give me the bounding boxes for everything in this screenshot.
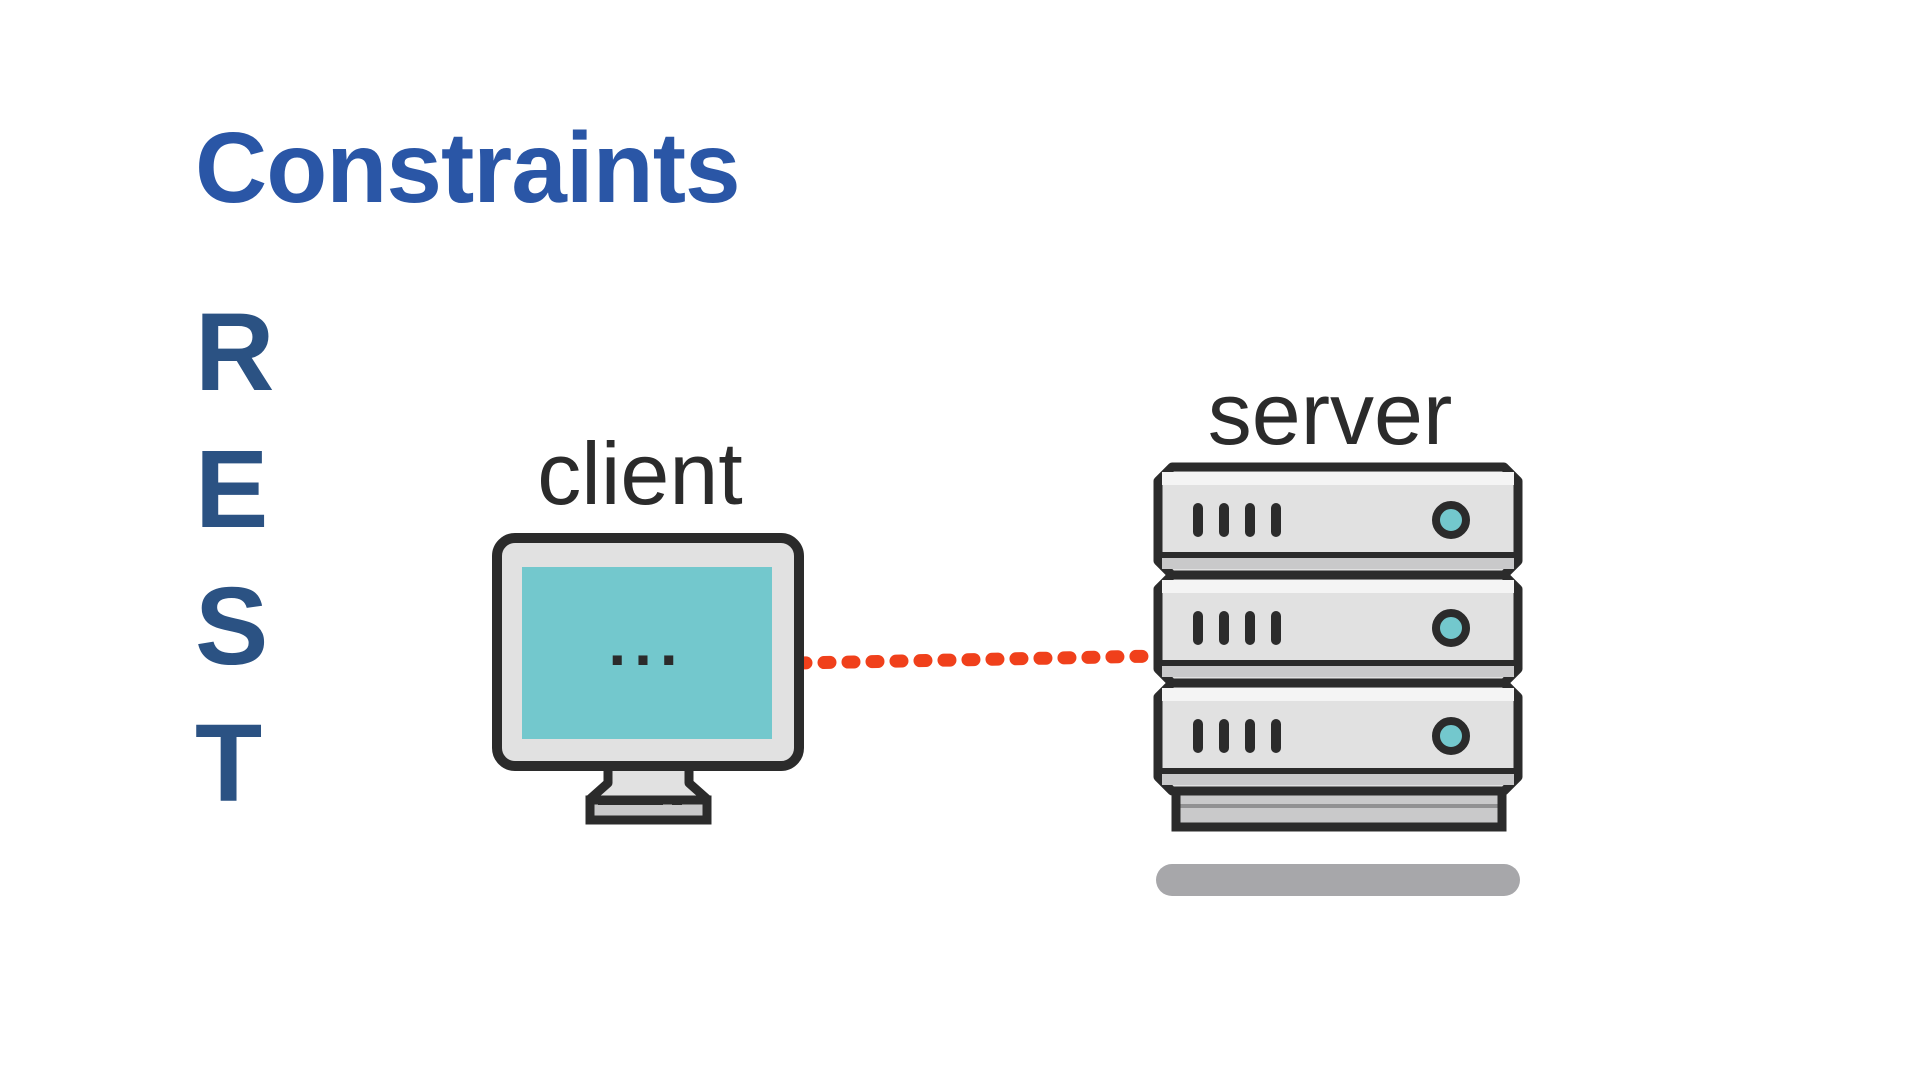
server-unit-bottom [1162, 555, 1514, 569]
server-unit-body [1153, 678, 1523, 796]
acronym-letter-t: T [195, 702, 263, 825]
slide-title: Constraints [195, 112, 741, 224]
server-unit-highlight [1162, 580, 1514, 593]
server-unit [1153, 678, 1523, 796]
server-units [1153, 462, 1523, 796]
server-unit [1153, 462, 1523, 580]
server-status-led [1432, 717, 1470, 755]
server-label: server [1207, 364, 1453, 463]
server-rack-icon [1153, 462, 1523, 896]
acronym-letter-r: R [195, 291, 275, 414]
client-label: client [537, 424, 743, 523]
server-unit [1153, 570, 1523, 688]
rest-acronym: R E S T [195, 298, 285, 846]
screen-ellipsis: ... [608, 607, 685, 679]
connection-line [793, 649, 1165, 670]
server-unit-highlight [1162, 472, 1514, 485]
server-shadow-bar [1156, 864, 1520, 896]
acronym-letter-e: E [195, 428, 269, 551]
monitor-icon: ... [492, 533, 804, 825]
server-status-led [1432, 609, 1470, 647]
monitor-screen [522, 567, 772, 739]
acronym-letter-s: S [195, 565, 269, 688]
server-unit-highlight [1162, 688, 1514, 701]
server-status-led [1432, 501, 1470, 539]
server-unit-bottom [1162, 663, 1514, 677]
server-unit-bottom [1162, 771, 1514, 785]
